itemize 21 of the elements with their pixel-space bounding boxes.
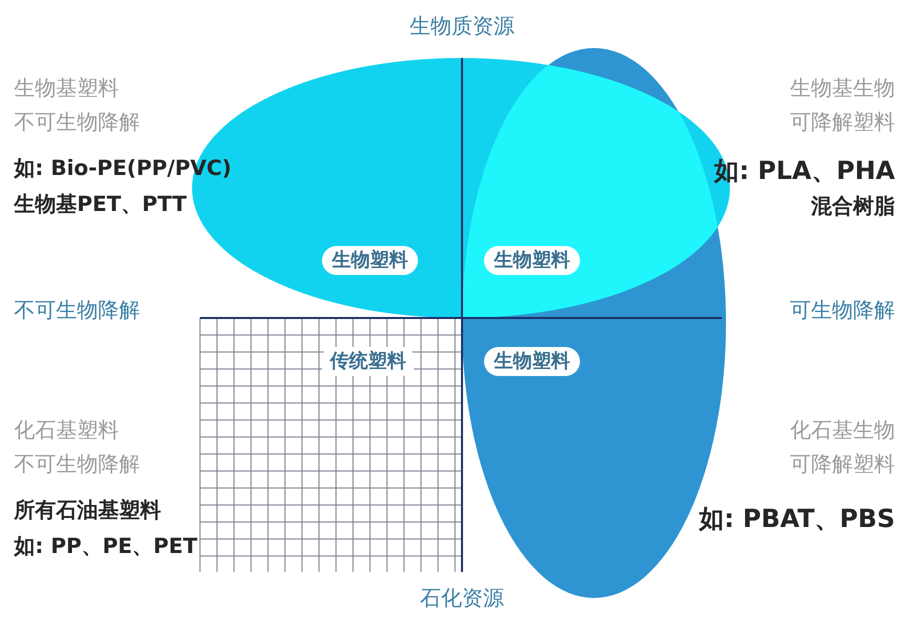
category-label: 可降解塑料 — [790, 110, 895, 136]
category-label: 不可生物降解 — [14, 110, 140, 136]
example-text: 如: PP、PE、PET — [14, 534, 198, 560]
category-label: 化石基生物 — [790, 418, 895, 444]
category-label: 生物基生物 — [790, 76, 895, 102]
category-label: 化石基塑料 — [14, 418, 119, 444]
example-text: 生物基PET、PTT — [14, 192, 187, 218]
category-label: 生物基塑料 — [14, 76, 119, 102]
axis-label: 石化资源 — [420, 586, 504, 612]
axis-label: 生物质资源 — [410, 14, 514, 40]
category-tag: 传统塑料 — [320, 347, 416, 376]
example-text: 如: PBAT、PBS — [699, 504, 895, 534]
axis-label: 不可生物降解 — [14, 298, 140, 324]
example-text: 所有石油基塑料 — [14, 498, 161, 524]
axis-label: 可生物降解 — [790, 298, 895, 324]
category-tag: 生物塑料 — [484, 246, 580, 275]
category-label: 可降解塑料 — [790, 452, 895, 478]
category-label: 不可生物降解 — [14, 452, 140, 478]
example-text: 混合树脂 — [811, 194, 895, 220]
category-tag: 生物塑料 — [484, 347, 580, 376]
category-tag: 生物塑料 — [322, 246, 418, 275]
